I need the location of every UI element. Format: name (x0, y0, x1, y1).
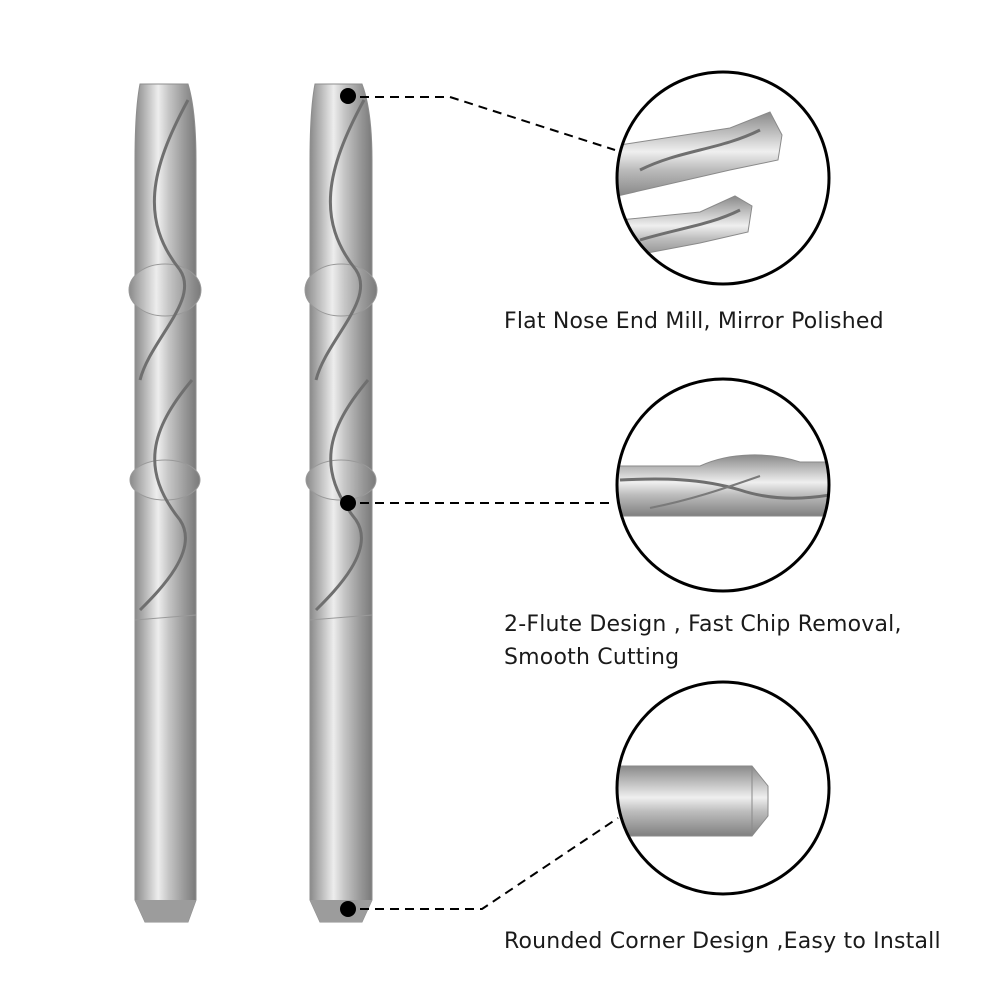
feature-caption-two-flute: 2-Flute Design , Fast Chip Removal, Smoo… (504, 608, 902, 674)
detail-flute-edge (639, 128, 761, 172)
feature-caption-line: Rounded Corner Design ,Easy to Install (504, 929, 941, 954)
detail-circle-flat-nose (615, 70, 831, 286)
end-mill-left-helix-1 (138, 99, 190, 381)
callout-leader-line (360, 817, 619, 910)
detail-circle-two-flute (615, 377, 831, 593)
end-mill-left-body (134, 83, 197, 923)
feature-caption-line: Flat Nose End Mill, Mirror Polished (504, 309, 884, 334)
detail-flute-edge (619, 477, 829, 500)
end-mill-left-tip (135, 900, 196, 922)
end-mill-left-shank-divider (134, 614, 197, 621)
callout-2 (340, 495, 615, 511)
feature-caption-flat-nose: Flat Nose End Mill, Mirror Polished (504, 305, 884, 338)
feature-caption-line: 2-Flute Design , Fast Chip Removal, (504, 612, 902, 637)
feature-caption-rounded-corner: Rounded Corner Design ,Easy to Install (504, 925, 941, 958)
end-mill-left (128, 83, 202, 923)
callout-dot (340, 88, 356, 104)
end-mill-right-helix-2 (314, 379, 370, 612)
detail-circle-rounded-corner (615, 680, 831, 896)
callout-leader-line (360, 96, 616, 151)
callout-dot (340, 901, 356, 917)
callout-1 (340, 88, 616, 151)
end-mill-right-shank-divider (309, 614, 373, 621)
detail-flute-edge (649, 475, 761, 509)
end-mill-right-flute-bulge (304, 263, 378, 317)
detail-tool-upper (617, 111, 783, 201)
callout-dot (340, 495, 356, 511)
detail-flute-edge (639, 208, 741, 242)
end-mill-left-helix-2 (138, 379, 194, 612)
end-mill-left-flute-bulge (128, 263, 202, 317)
callout-3 (340, 817, 619, 917)
end-mill-right-helix-1 (314, 99, 366, 381)
feature-caption-line: Smooth Cutting (504, 645, 680, 670)
